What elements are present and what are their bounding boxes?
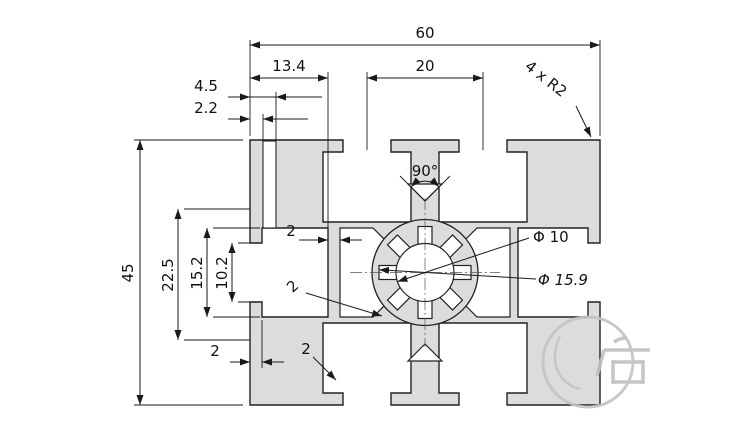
dim-label-phi-15-9: Φ 15.9 [538,271,588,289]
dimension-web-a: 2 [286,222,362,244]
dimension-slot-spacing: 20 [366,57,484,150]
dim-label-13-4: 13.4 [272,57,305,75]
watermark-character [595,336,650,384]
dim-label-4-5: 4.5 [194,77,218,95]
dimension-center-bore: Φ 10 [397,228,569,283]
dimension-corner-radius: 4 x R2 [522,57,592,138]
dimension-center-height: 22.5 [159,208,250,341]
dim-label-45: 45 [119,263,137,282]
screw-channel [262,140,277,229]
dim-label-wall-a: 2 [210,342,220,360]
dim-label-phi-10: Φ 10 [533,228,569,246]
dimension-opening-height: 10.2 [213,242,258,303]
dimension-groove-angle: 90° [399,162,451,202]
dim-label-web-b: 2 [283,276,302,296]
dimension-total-width: 60 [249,24,601,136]
dim-label-90: 90° [412,162,439,180]
dim-label-4xr2: 4 x R2 [522,57,571,101]
watermark [541,315,650,409]
dimension-channel-wall: 2.2 [194,99,308,140]
dimension-total-height: 45 [119,139,243,406]
dimension-wall-b: 2 [301,340,337,381]
dim-label-2-2: 2.2 [194,99,218,117]
dim-label-10-2: 10.2 [213,256,231,289]
dim-label-20: 20 [415,57,434,75]
dimension-wall-a: 2 [210,320,284,368]
dimension-groove-circle: Φ 15.9 [378,266,588,289]
dimension-slot-depth: 13.4 [250,57,329,230]
dim-label-22-5: 22.5 [159,258,177,291]
dimension-channel-width: 4.5 [194,77,322,140]
dim-label-wall-b: 2 [301,340,311,358]
vee-notch-bottom [406,343,444,362]
dim-label-15-2: 15.2 [188,256,206,289]
dimension-cavity-height: 15.2 [188,227,260,318]
dim-label-60: 60 [415,24,434,42]
dim-label-web-a: 2 [286,222,296,240]
watermark-swirl [553,335,581,391]
